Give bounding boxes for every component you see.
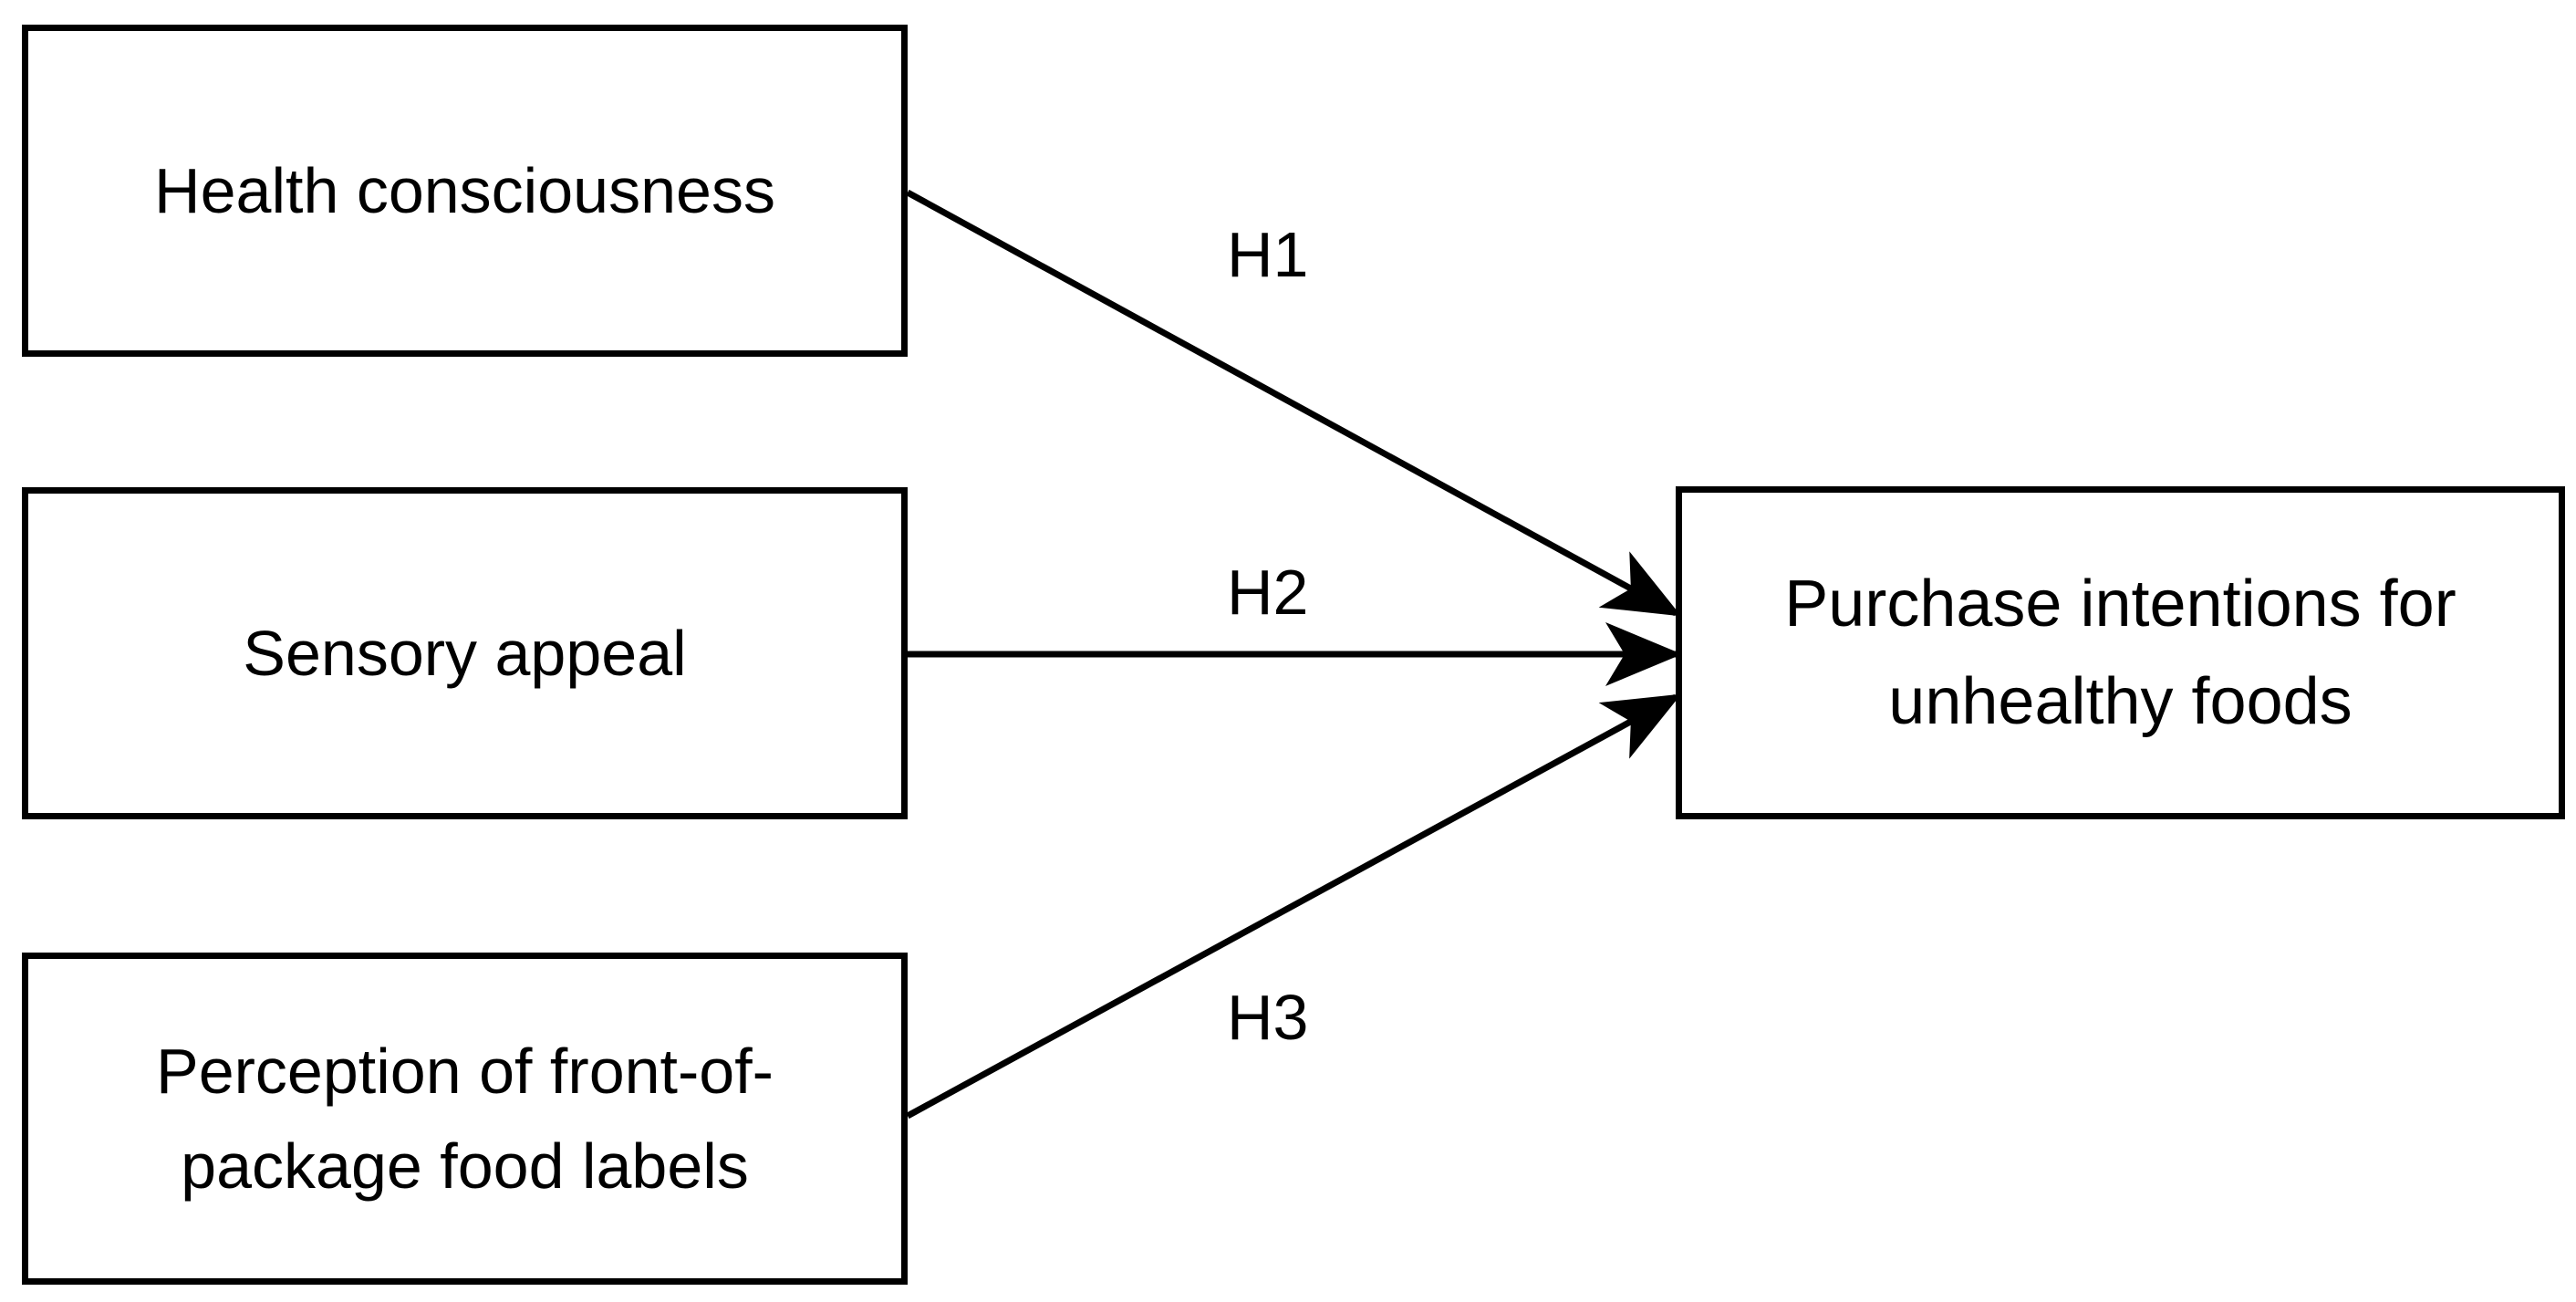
node-label: Sensory appeal [243,618,687,689]
node-health-consciousness: Health consciousness [22,25,908,357]
node-label: Health consciousness [154,155,775,226]
hypothesis-label-h3: H3 [1227,982,1309,1053]
arrow-h3 [906,693,1682,1120]
node-purchase-intentions: Purchase intentions for unhealthy foods [1676,486,2565,819]
hypothesis-label-h1: H1 [1227,219,1309,290]
node-label: Purchase intentions for unhealthy foods [1784,567,2457,738]
node-label: Perception of front-of- package food lab… [156,1036,774,1202]
arrow-h1 [906,189,1682,617]
node-sensory-appeal: Sensory appeal [22,487,908,819]
hypothesis-label-h2: H2 [1227,557,1309,628]
node-fop-label-perception: Perception of front-of- package food lab… [22,953,908,1285]
